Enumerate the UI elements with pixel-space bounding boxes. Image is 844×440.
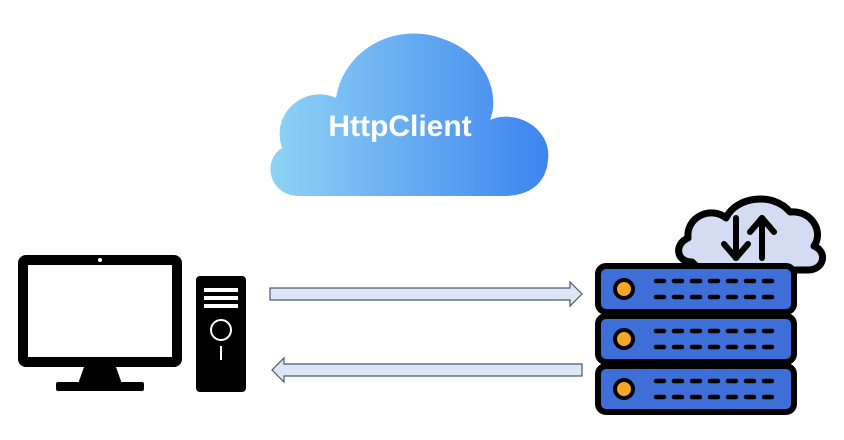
cloud-sync-icon	[675, 195, 826, 274]
computer-tower-icon	[196, 276, 246, 392]
cloud-label: HttpClient	[328, 110, 471, 143]
request-arrow	[269, 280, 583, 308]
desktop-computer-icon	[18, 255, 246, 392]
cloud-shape	[270, 33, 549, 196]
server-unit-2	[595, 313, 797, 365]
httpclient-cloud: HttpClient	[270, 33, 549, 196]
server-led-1	[613, 278, 635, 300]
server-unit-1	[595, 263, 797, 315]
server-led-2	[613, 328, 635, 350]
monitor-icon	[18, 255, 182, 391]
server-led-3	[613, 378, 635, 400]
server-rack-icon	[595, 195, 826, 415]
server-unit-3	[595, 363, 797, 415]
response-arrow	[271, 356, 583, 384]
